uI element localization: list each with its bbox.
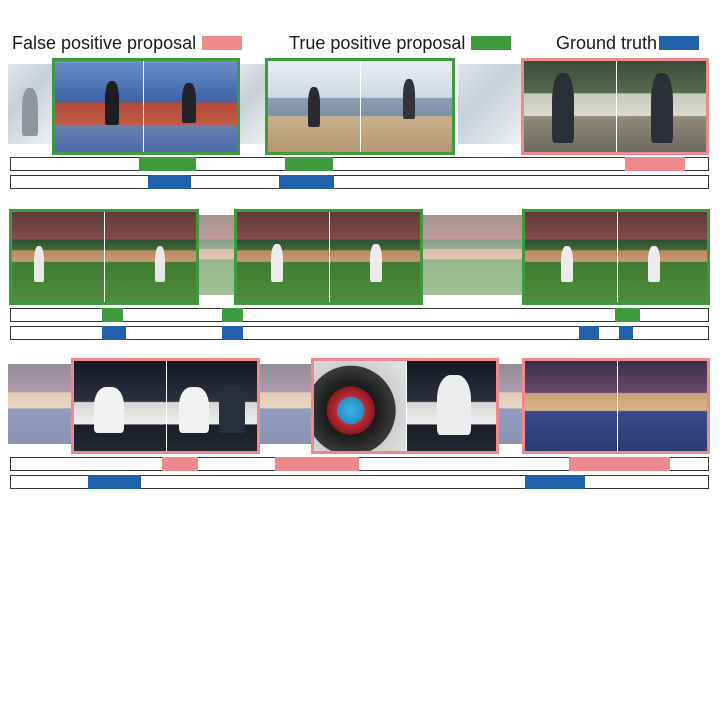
true-positive-clip — [234, 209, 423, 305]
legend: False positive proposal True positive pr… — [0, 30, 720, 56]
ground-truth-timeline — [10, 475, 709, 489]
true-positive-segment — [138, 157, 196, 171]
background-frame — [423, 215, 523, 295]
legend-ground-truth: Ground truth — [556, 30, 700, 56]
ground-truth-segment — [87, 475, 141, 489]
false-positive-clip — [311, 358, 499, 454]
true-positive-segment — [284, 157, 333, 171]
video-frame — [617, 61, 706, 152]
video-frame — [314, 361, 406, 451]
false-positive-clip — [522, 358, 710, 454]
false-positive-clip — [71, 358, 260, 454]
legend-false-positive-swatch — [202, 36, 243, 50]
true-positive-segment — [222, 308, 244, 322]
true-positive-segment — [614, 308, 641, 322]
ground-truth-segment — [101, 326, 126, 340]
video-frame — [144, 61, 237, 152]
legend-false-positive: False positive proposal — [12, 30, 243, 56]
video-frame — [618, 212, 707, 302]
legend-true-positive-swatch — [471, 36, 512, 50]
video-frame — [268, 61, 360, 152]
false-positive-segment — [275, 457, 360, 471]
ground-truth-segment — [618, 326, 633, 340]
video-frame — [525, 212, 617, 302]
example-row-baseball — [0, 207, 720, 347]
background-frame — [8, 64, 52, 144]
video-frame — [524, 61, 616, 152]
legend-ground-truth-swatch — [659, 36, 700, 50]
video-frame — [618, 361, 707, 451]
false-positive-segment — [161, 457, 198, 471]
true-positive-clip — [52, 58, 240, 155]
legend-ground-truth-label: Ground truth — [556, 32, 658, 53]
example-row-athletics — [0, 56, 720, 196]
legend-false-positive-label: False positive proposal — [12, 32, 197, 53]
video-frame — [105, 212, 196, 302]
ground-truth-segment — [525, 475, 585, 489]
video-frame — [55, 61, 143, 152]
background-frame — [240, 64, 266, 144]
example-row-basketball — [0, 356, 720, 496]
video-frame — [361, 61, 452, 152]
ground-truth-segment — [279, 175, 335, 189]
true-positive-clip — [522, 209, 710, 305]
background-frame — [458, 64, 522, 144]
legend-true-positive-label: True positive proposal — [289, 32, 466, 53]
background-frame — [8, 364, 72, 444]
ground-truth-segment — [579, 326, 599, 340]
false-positive-segment — [625, 157, 685, 171]
true-positive-segment — [101, 308, 124, 322]
video-frame — [167, 361, 257, 451]
proposal-timeline — [10, 308, 709, 322]
video-frame — [74, 361, 166, 451]
true-positive-clip — [265, 58, 455, 155]
false-positive-segment — [568, 457, 671, 471]
ground-truth-timeline — [10, 175, 709, 189]
ground-truth-segment — [222, 326, 244, 340]
video-frame — [237, 212, 329, 302]
video-frame — [330, 212, 420, 302]
proposal-timeline — [10, 457, 709, 471]
video-frame — [525, 361, 617, 451]
ground-truth-timeline — [10, 326, 709, 340]
background-frame — [499, 364, 523, 444]
background-frame — [260, 364, 312, 444]
background-frame — [199, 215, 235, 295]
video-frame — [12, 212, 104, 302]
false-positive-clip — [521, 58, 709, 155]
true-positive-clip — [9, 209, 199, 305]
video-frame — [407, 361, 496, 451]
ground-truth-segment — [148, 175, 191, 189]
legend-true-positive: True positive proposal — [289, 30, 512, 56]
proposal-timeline — [10, 157, 709, 171]
